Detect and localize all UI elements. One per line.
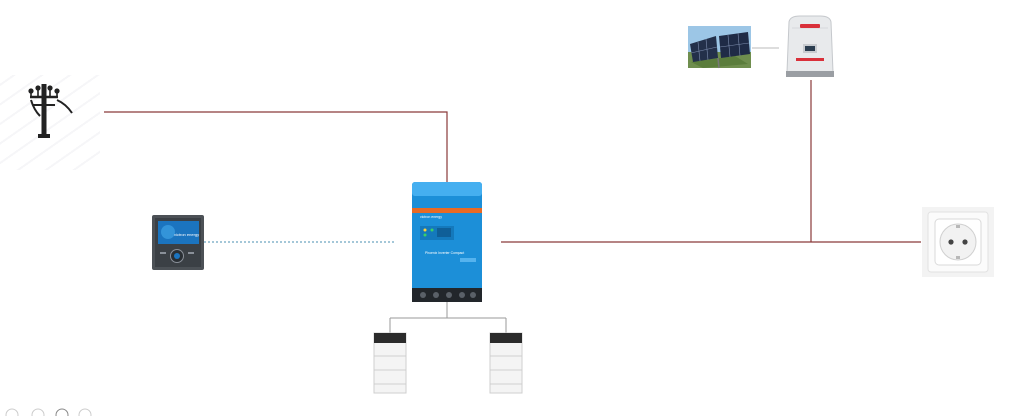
battery-stack-left xyxy=(373,332,407,394)
wall-socket-image xyxy=(922,207,994,277)
grid-to-inverter-wire xyxy=(104,111,448,183)
utility-pole-icon xyxy=(28,84,73,138)
pv-inverter-image xyxy=(786,15,834,77)
ac-wiring xyxy=(104,47,921,243)
inverter-model-text: Phoenix Inverter Compact xyxy=(425,251,464,255)
gx-display-image: victron energy xyxy=(152,215,204,270)
inverter-charger-image: victron energy Phoenix Inverter Compact xyxy=(412,182,482,302)
dc-wiring xyxy=(389,300,507,333)
zoom-controls[interactable] xyxy=(5,408,92,416)
inverter-brand-text: victron energy xyxy=(420,215,442,219)
battery-stack-right xyxy=(489,332,523,394)
solar-panel-image xyxy=(688,26,751,69)
gx-display-brand-text: victron energy xyxy=(174,232,199,237)
